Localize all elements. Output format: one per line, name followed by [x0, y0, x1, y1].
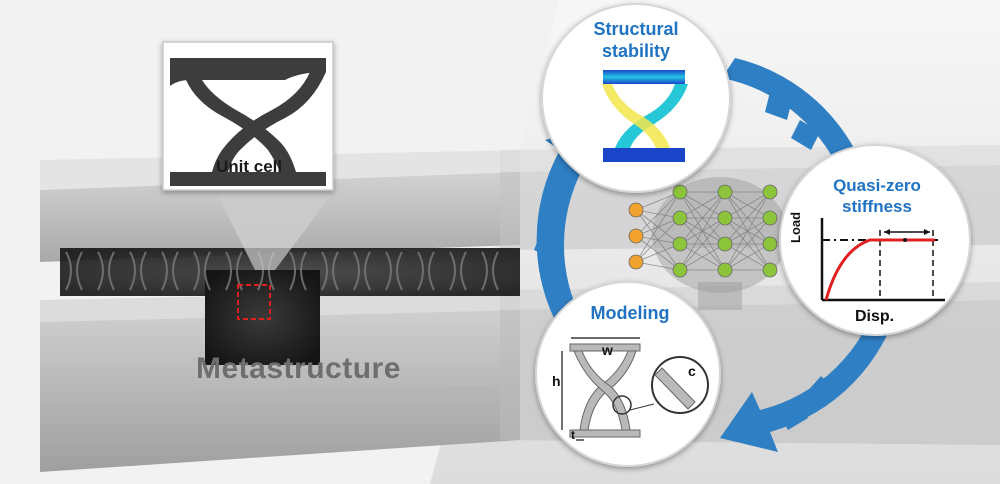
nn-edge [679, 191, 726, 219]
lattice-cells [65, 251, 499, 291]
lattice-layer [60, 248, 520, 365]
quasi-zero-line1: Quasi-zero [833, 176, 921, 195]
lattice-link [385, 251, 403, 291]
dimension-w-label: w [602, 342, 613, 358]
nn-node [717, 210, 733, 226]
nn-edge [679, 243, 726, 271]
nn-node [628, 254, 644, 270]
nn-edge [679, 191, 726, 245]
nn-node [717, 262, 733, 278]
lattice-link [225, 251, 243, 291]
nn-edge [724, 191, 771, 219]
modeling-panel [535, 281, 721, 467]
lattice-link [161, 251, 179, 291]
nn-node [762, 236, 778, 252]
quasi-zero-curve [820, 218, 945, 302]
modeling-sketch [561, 337, 709, 441]
nn-edge [635, 261, 681, 271]
nn-edge [635, 191, 681, 237]
disp-axis-label: Disp. [855, 308, 895, 325]
nn-node [762, 262, 778, 278]
unit-cell-panel [162, 41, 334, 191]
nn-node [672, 236, 688, 252]
lattice-link [97, 251, 115, 291]
nn-node [762, 184, 778, 200]
unit-cell-shape [170, 58, 326, 186]
quasi-zero-title: Quasi-zero stiffness [812, 175, 942, 217]
nn-node [628, 228, 644, 244]
lattice-link [321, 251, 339, 291]
dimension-h-label: h [552, 373, 561, 389]
structural-stability-line2: stability [601, 41, 671, 61]
nn-edge [679, 217, 726, 271]
nn-node [672, 210, 688, 226]
lattice-link [193, 251, 211, 291]
quasi-zero-line2: stiffness [842, 197, 912, 216]
nn-node [717, 184, 733, 200]
lattice-link [129, 251, 147, 291]
dimension-c-label: c [688, 363, 696, 379]
lattice-link [289, 251, 307, 291]
metastructure-label: Metastructure [196, 352, 401, 385]
quasi-zero-panel [779, 144, 971, 336]
nn-edge [724, 191, 771, 245]
unit-cell-highlight [237, 284, 271, 320]
nn-edge [635, 191, 681, 263]
structural-stability-panel [541, 3, 731, 193]
nn-node [762, 210, 778, 226]
modeling-title: Modeling [590, 303, 670, 323]
lattice-link [417, 251, 435, 291]
nn-edge [724, 191, 771, 271]
lattice-link [65, 251, 83, 291]
nn-node [628, 202, 644, 218]
nn-edge [724, 243, 771, 271]
load-axis-label: Load [788, 211, 803, 243]
lattice-link [353, 251, 371, 291]
nn-edge [724, 217, 771, 271]
unit-cell-label: Unit cell [216, 157, 283, 176]
nn-edge [679, 191, 726, 271]
nn-edge [635, 217, 681, 263]
nn-node [717, 236, 733, 252]
lattice-link [481, 251, 499, 291]
nn-edge [635, 191, 681, 211]
fem-stress-shape [602, 70, 688, 162]
nn-edge [635, 243, 681, 263]
zoom-funnel [215, 190, 335, 270]
neural-network [628, 177, 788, 310]
nn-node [672, 262, 688, 278]
structural-stability-title: Structural stability [566, 18, 706, 62]
lattice-link [449, 251, 467, 291]
nn-node [672, 184, 688, 200]
dimension-t-label: t [571, 428, 575, 442]
structural-stability-line1: Structural [593, 19, 679, 39]
